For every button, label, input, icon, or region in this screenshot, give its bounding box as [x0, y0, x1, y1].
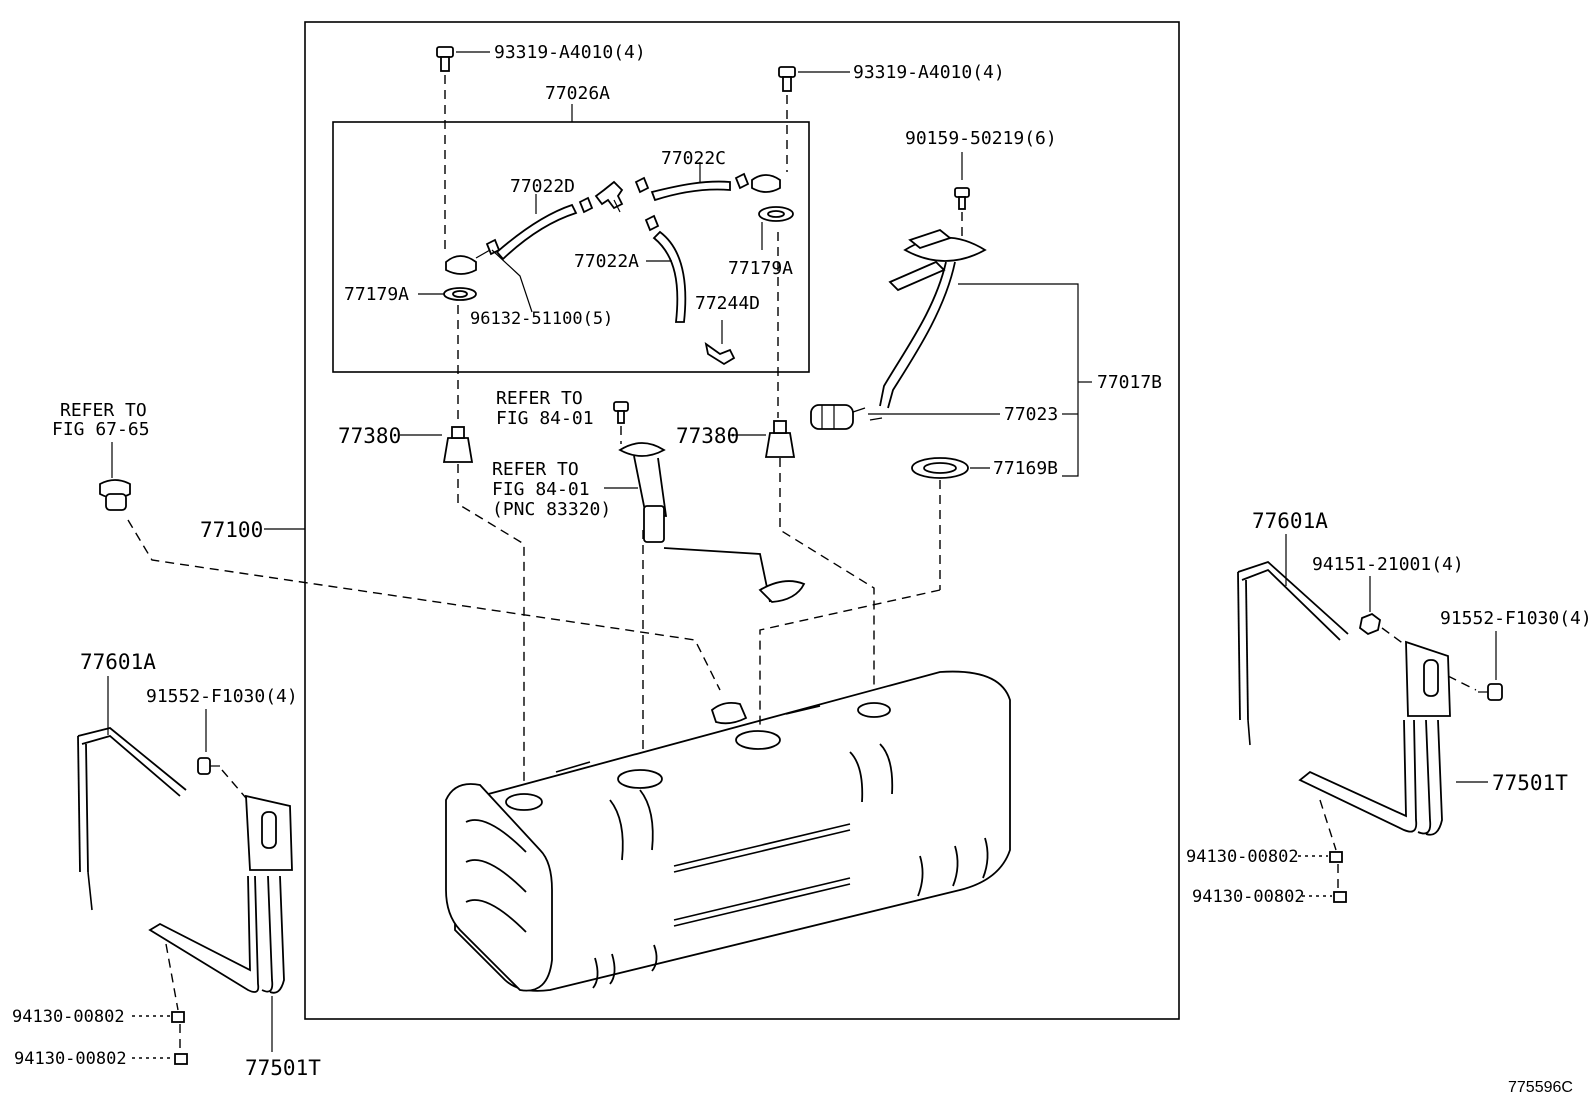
label-bolt-91552-left: 91552-F1030(4) [146, 686, 298, 707]
label-bolt-91552-right: 91552-F1030(4) [1440, 608, 1592, 629]
label-bracket-77501T-right: 77501T [1492, 771, 1568, 795]
label-tank-77100: 77100 [200, 518, 263, 542]
label-refer-84-01b-3: (PNC 83320) [492, 499, 611, 520]
label-nut-94130-right-1: 94130-00802 [1186, 847, 1299, 867]
bolt-91552-right [1478, 683, 1503, 701]
main-frame [304, 21, 1180, 1020]
bolt-91552-left [197, 757, 220, 775]
filler-grommet [99, 479, 131, 511]
screw-90159 [954, 187, 970, 210]
label-refer-84-01b-1: REFER TO [492, 459, 579, 480]
label-cap-77380-left: 77380 [338, 424, 401, 448]
label-band-77601A-left: 77601A [80, 650, 156, 674]
fuel-tank-77100 [445, 670, 1011, 992]
label-refer-84-01a-1: REFER TO [496, 388, 583, 409]
bolt-left-top [436, 46, 490, 72]
label-bracket-77501T-left: 77501T [245, 1056, 321, 1080]
label-gasket-77169B: 77169B [993, 458, 1058, 479]
label-refer-67-65-2: FIG 67-65 [52, 419, 150, 440]
label-refer-67-65-1: REFER TO [60, 400, 147, 421]
label-nut-94130-left-1: 94130-00802 [12, 1007, 125, 1027]
label-filter-77023: 77023 [1004, 404, 1058, 425]
fuel-filter-77023 [810, 404, 883, 430]
label-gasket-77179A-right: 77179A [728, 258, 793, 279]
kit-frame [332, 121, 810, 373]
label-nut-94130-left-2: 94130-00802 [14, 1049, 127, 1069]
label-nut-94130-right-2: 94130-00802 [1192, 887, 1305, 907]
diagram-id: 775596C [1508, 1079, 1573, 1096]
gauge-screw [613, 401, 629, 424]
strap-77601A-right [1237, 560, 1349, 746]
label-hose-77022D: 77022D [510, 176, 575, 197]
label-hose-77022C: 77022C [661, 148, 726, 169]
label-cap-77380-right: 77380 [676, 424, 739, 448]
fuel-sender-gauge [618, 442, 806, 603]
cap-77380-right [764, 420, 796, 458]
label-hose-77022A: 77022A [574, 251, 639, 272]
label-screw-90159: 90159-50219(6) [905, 128, 1057, 149]
label-refer-84-01b-2: FIG 84-01 [492, 479, 590, 500]
label-kit-77026A: 77026A [545, 83, 610, 104]
nut-94151 [1359, 612, 1381, 636]
label-gasket-77179A-left: 77179A [344, 284, 409, 305]
bracket-77501T-left [148, 794, 293, 994]
label-pump-77017B: 77017B [1097, 372, 1162, 393]
label-clip-96132: 96132-51100(5) [470, 309, 613, 329]
label-nut-94151: 94151-21001(4) [1312, 554, 1464, 575]
bolt-right-top [778, 66, 850, 92]
cap-77380-left [442, 426, 474, 463]
label-bolt-right-top: 93319-A4010(4) [853, 62, 1005, 83]
label-band-77601A-right: 77601A [1252, 509, 1328, 533]
label-bolt-left-top: 93319-A4010(4) [494, 42, 646, 63]
bracket-77501T-right [1298, 640, 1451, 836]
strap-77601A-left [77, 727, 187, 911]
label-valve-77244D: 77244D [695, 293, 760, 314]
label-refer-84-01a-2: FIG 84-01 [496, 408, 594, 429]
